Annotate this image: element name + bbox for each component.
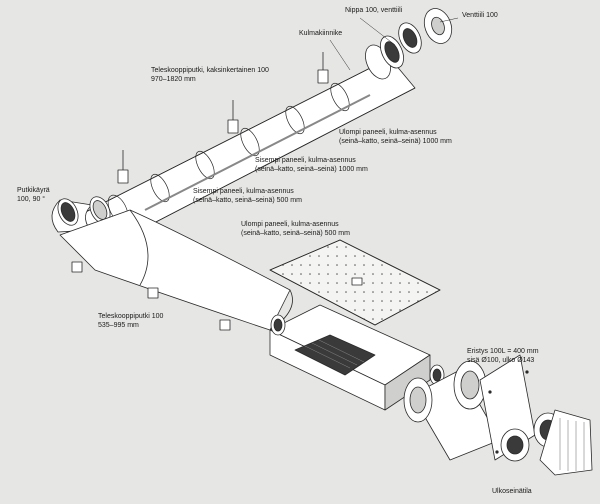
label-nippa: Nippa 100, venttiili (345, 7, 403, 14)
label-kulmakiinnike: Kulmakiinnike (299, 30, 343, 37)
insulation-tube (403, 360, 501, 461)
valve-assembly (365, 8, 453, 80)
label-sisempi-1000: Sisempi paneeli, kulma-asennus (seinä–ka… (255, 157, 368, 173)
label-putkikayra: Putkikäyrä 100, 90 ° (17, 187, 50, 203)
elbow-90 (51, 196, 111, 233)
lower-panel (59, 209, 293, 331)
ventilation-unit (269, 239, 445, 411)
label-ulkoseinatila: Ulkoseinätila (492, 488, 532, 495)
outdoor-hood (500, 409, 593, 476)
label-eristys: Eristys 100L = 400 mm sisä Ø100, ulko Ø1… (467, 348, 539, 364)
leader-lines (329, 17, 459, 71)
label-sisempi-500: Sisempi paneeli, kulma-asennus (seinä–ka… (193, 188, 302, 204)
label-ulompi-1000: Ulompi paneeli, kulma-asennus (seinä–kat… (339, 129, 452, 145)
label-ulompi-500: Ulompi paneeli, kulma-asennus (seinä–kat… (241, 221, 350, 237)
label-teleskooppi-double: Teleskooppiputki, kaksinkertainen 100 97… (151, 67, 269, 83)
label-teleskooppi-100: Teleskooppiputki 100 535–995 mm (98, 313, 164, 329)
label-venttiili: Venttiili 100 (462, 12, 498, 19)
